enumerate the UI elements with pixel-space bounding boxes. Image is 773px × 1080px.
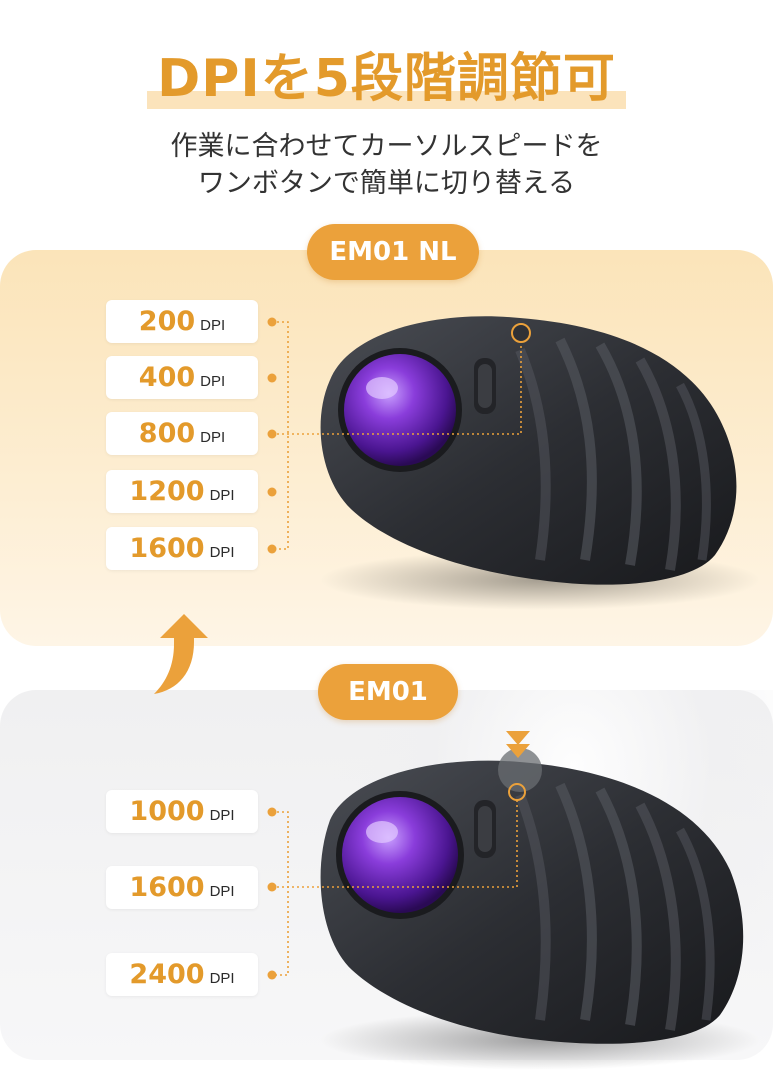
dpi-option: 1600 DPI <box>106 527 258 570</box>
subtitle-line-2: ワンボタンで簡単に切り替える <box>197 168 576 199</box>
dpi-unit: DPI <box>200 429 226 446</box>
dpi-value: 400 <box>138 362 196 393</box>
dpi-option: 2400 DPI <box>106 953 258 996</box>
dpi-unit: DPI <box>209 544 235 561</box>
dpi-option: 1200 DPI <box>106 470 258 513</box>
curved-arrow-up-icon <box>154 614 208 694</box>
mouse-em01-nl <box>320 316 760 610</box>
dpi-unit: DPI <box>209 970 235 987</box>
page-title: DPIを5段階調節可 <box>147 36 626 111</box>
subtitle: 作業に合わせてカーソルスピードを ワンボタンで簡単に切り替える <box>0 128 773 202</box>
dpi-dots-bottom <box>267 807 277 980</box>
dpi-option: 200 DPI <box>106 300 258 343</box>
dpi-connectors-bottom <box>272 800 518 976</box>
dpi-value: 800 <box>138 418 196 449</box>
dpi-value: 1200 <box>129 476 205 507</box>
dpi-unit: DPI <box>209 807 235 824</box>
model-badge-em01-nl: EM01 NL <box>307 224 479 280</box>
dpi-option: 1000 DPI <box>106 790 258 833</box>
mouse-em01 <box>320 731 760 1070</box>
dpi-unit: DPI <box>200 373 226 390</box>
dpi-option: 1600 DPI <box>106 866 258 909</box>
press-indicator-icon <box>506 731 530 745</box>
dpi-value: 2400 <box>129 959 205 990</box>
dpi-option: 800 DPI <box>106 412 258 455</box>
title-wrap: DPIを5段階調節可 <box>0 36 773 111</box>
dpi-value: 200 <box>138 306 196 337</box>
subtitle-line-1: 作業に合わせてカーソルスピードを <box>170 131 603 162</box>
dpi-dots-top <box>267 317 277 554</box>
dpi-value: 1000 <box>129 796 205 827</box>
dpi-unit: DPI <box>200 317 226 334</box>
dpi-option: 400 DPI <box>106 356 258 399</box>
dpi-value: 1600 <box>129 533 205 564</box>
dpi-unit: DPI <box>209 487 235 504</box>
dpi-unit: DPI <box>209 883 235 900</box>
dpi-value: 1600 <box>129 872 205 903</box>
model-badge-em01: EM01 <box>318 664 458 720</box>
dpi-connectors-top <box>272 321 522 550</box>
